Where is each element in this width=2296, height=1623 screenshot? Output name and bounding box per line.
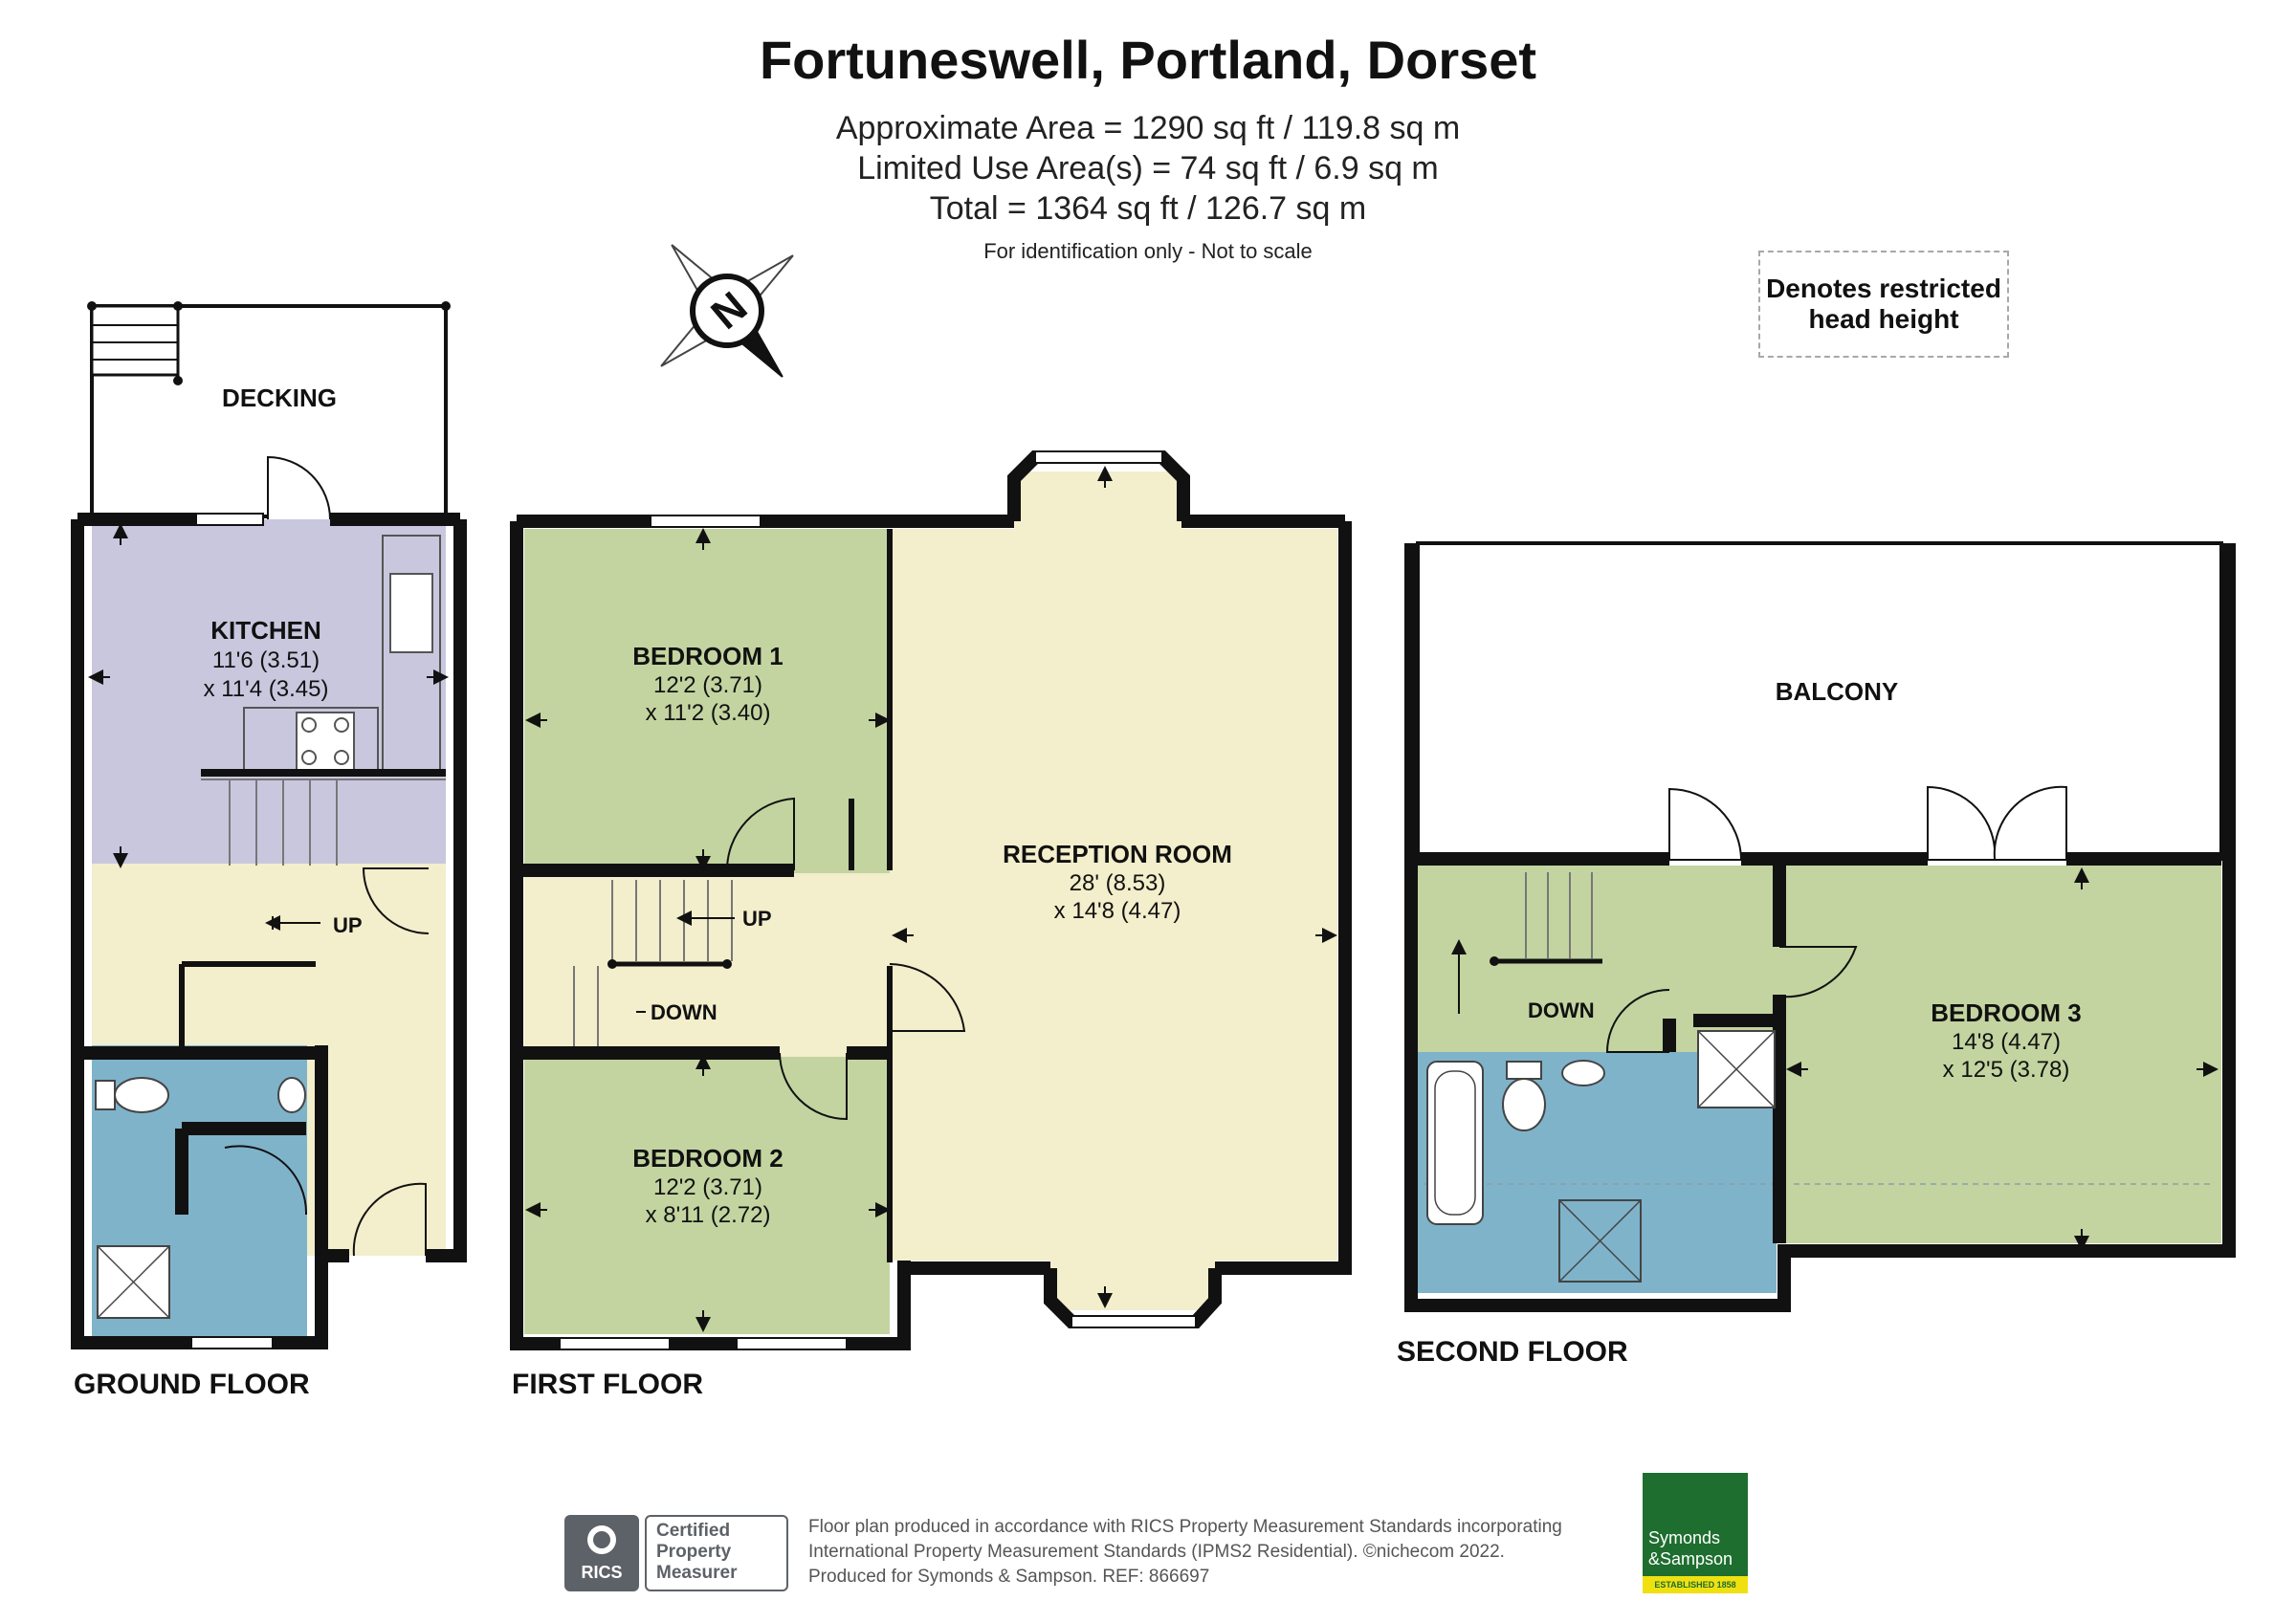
first-up-label: UP — [742, 907, 772, 931]
balcony-label: BALCONY — [1776, 677, 1899, 706]
bedroom3-name: BEDROOM 3 — [1931, 998, 2081, 1027]
ground-floor-plan: DECKING KITCHEN 11'6 (3.51) x 11'4 (3.45… — [71, 301, 467, 1400]
brand-line-2: &Sampson — [1648, 1549, 1733, 1568]
bedroom2-dim-1: 12'2 (3.71) — [653, 1174, 762, 1200]
restricted-height-legend: Denotes restricted head height — [1758, 251, 2009, 358]
brand-established: ESTABLISHED 1858 — [1643, 1576, 1748, 1593]
footer-line-1: Floor plan produced in accordance with R… — [808, 1517, 1562, 1537]
cert-line-2: Property — [656, 1542, 732, 1562]
first-floor-plan: BEDROOM 1 12'2 (3.71) x 11'2 (3.40) BEDR… — [510, 450, 1352, 1400]
first-floor-label: FIRST FLOOR — [512, 1369, 703, 1400]
second-floor-label: SECOND FLOOR — [1397, 1336, 1628, 1368]
cert-line-1: Certified — [656, 1521, 731, 1541]
first-down-label: DOWN — [651, 1000, 718, 1024]
kitchen-name: KITCHEN — [210, 616, 321, 645]
total-area: Total = 1364 sq ft / 126.7 sq m — [929, 190, 1367, 227]
second-down-label: DOWN — [1528, 998, 1595, 1022]
bedroom2-name: BEDROOM 2 — [632, 1144, 783, 1173]
compass-icon: N — [660, 244, 794, 378]
kitchen-dim-2: x 11'4 (3.45) — [204, 676, 329, 702]
bedroom1-dim-2: x 11'2 (3.40) — [646, 700, 771, 726]
rics-certified-badge: RICS Certified Property Measurer — [564, 1515, 794, 1591]
bedroom3-dim-2: x 12'5 (3.78) — [1943, 1057, 2070, 1083]
footer-line-3: Produced for Symonds & Sampson. REF: 866… — [808, 1567, 1210, 1587]
rics-logo-icon: RICS — [564, 1515, 639, 1591]
symonds-sampson-logo: Symonds &Sampson ESTABLISHED 1858 — [1643, 1473, 1748, 1593]
cert-line-3: Measurer — [656, 1563, 738, 1583]
reception-dim-1: 28' (8.53) — [1070, 870, 1166, 896]
brand-line-1: Symonds — [1648, 1528, 1721, 1547]
reception-dim-2: x 14'8 (4.47) — [1054, 898, 1181, 924]
decking-label: DECKING — [222, 384, 337, 412]
footer-line-2: International Property Measurement Stand… — [808, 1542, 1505, 1562]
legend-line-2: head height — [1808, 304, 1959, 334]
rics-lion-icon — [587, 1525, 616, 1554]
footer-disclaimer: Floor plan produced in accordance with R… — [808, 1515, 1650, 1590]
scale-note: For identification only - Not to scale — [983, 239, 1313, 263]
approximate-area: Approximate Area = 1290 sq ft / 119.8 sq… — [835, 110, 1461, 146]
second-floor-plan: BALCONY BEDROOM 3 14'8 (4.47) x 12'5 (3.… — [1397, 541, 2236, 1368]
legend-line-1: Denotes restricted — [1766, 274, 2001, 303]
ground-floor-label: GROUND FLOOR — [74, 1369, 310, 1400]
limited-use-area: Limited Use Area(s) = 74 sq ft / 6.9 sq … — [857, 150, 1439, 186]
reception-name: RECEPTION ROOM — [1003, 840, 1232, 868]
bedroom1-name: BEDROOM 1 — [632, 642, 783, 670]
certified-measurer-box: Certified Property Measurer — [645, 1515, 788, 1591]
bedroom1-dim-1: 12'2 (3.71) — [653, 672, 762, 698]
plan-title: Fortuneswell, Portland, Dorset — [759, 30, 1537, 90]
rics-word: RICS — [581, 1563, 623, 1582]
kitchen-dim-1: 11'6 (3.51) — [212, 647, 320, 673]
ground-up-label: UP — [333, 913, 363, 937]
bedroom3-dim-1: 14'8 (4.47) — [1952, 1029, 2061, 1055]
bedroom2-dim-2: x 8'11 (2.72) — [646, 1202, 771, 1228]
